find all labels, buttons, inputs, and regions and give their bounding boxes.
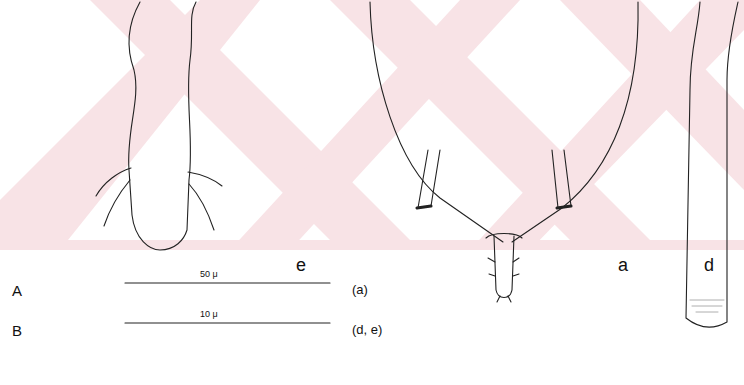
seta: [189, 184, 214, 230]
terminal-process: [486, 234, 522, 298]
watermark: [0, 0, 744, 250]
scale-reference: (a): [352, 283, 368, 296]
scale-reference: (d, e): [352, 323, 382, 336]
scale-bar: [125, 322, 330, 323]
figure-letter: d: [704, 256, 714, 274]
stalk: [418, 150, 440, 208]
body-outline: [370, 2, 503, 242]
seta: [188, 172, 222, 186]
scale-letter: A: [12, 283, 22, 298]
scale-value: 50 μ: [200, 270, 218, 279]
body-outline: [512, 2, 638, 242]
scale-letter: B: [12, 323, 22, 338]
scale-value: 10 μ: [200, 310, 218, 319]
appendage-d: [686, 2, 738, 327]
appendage-e: [129, 2, 196, 250]
stalk: [552, 150, 571, 208]
shading: [690, 300, 724, 312]
seta: [96, 168, 131, 196]
seta: [104, 180, 130, 226]
figure-letter: a: [618, 256, 628, 274]
scale-bar: [125, 282, 330, 283]
stalk-tip: [417, 206, 571, 208]
seta: [488, 258, 519, 302]
figure-letter: e: [296, 256, 306, 274]
